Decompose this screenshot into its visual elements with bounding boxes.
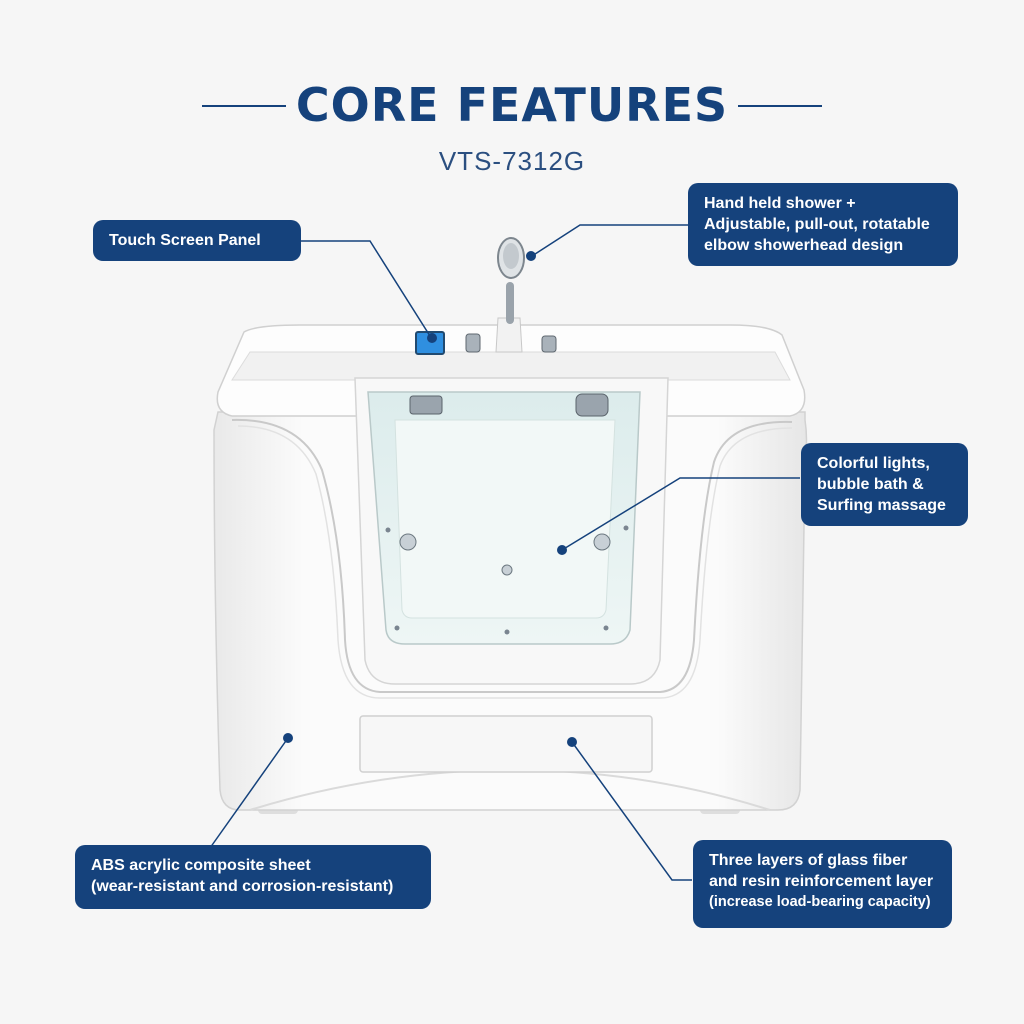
faucet-right [541, 335, 557, 353]
screw-2 [623, 525, 629, 531]
page-title: CORE FEATURES [295, 78, 729, 132]
callout-glass: Three layers of glass fiber and resin re… [693, 840, 952, 928]
leader-glass [571, 741, 692, 881]
title-block: CORE FEATURES [0, 78, 1024, 132]
door-frame [231, 418, 793, 693]
dot-touch-screen [427, 333, 437, 343]
leader-abs [209, 737, 289, 849]
dot-shower [526, 251, 536, 261]
leader-lights [561, 477, 800, 551]
door-frame-inner [237, 425, 793, 699]
bottom-panel [359, 715, 653, 773]
callout-glass-line-1: Three layers of glass fiber [709, 852, 908, 869]
screw-1 [385, 527, 391, 533]
title-rule-right [738, 105, 822, 107]
leader-shower [531, 224, 690, 257]
glass-door-inner [394, 419, 616, 619]
callout-abs-line-2: (wear-resistant and corrosion-resistant) [91, 878, 394, 895]
dot-lights [557, 545, 567, 555]
callout-lights-line-3: Surfing massage [817, 497, 946, 514]
model-number: VTS-7312G [438, 146, 586, 176]
dot-abs [283, 733, 293, 743]
callout-touch-screen-line-1: Touch Screen Panel [109, 232, 261, 249]
shower-head-face [503, 243, 519, 269]
callout-abs: ABS acrylic composite sheet (wear-resist… [75, 845, 431, 909]
callout-shower-line-2: Adjustable, pull-out, rotatable [704, 216, 930, 233]
screw-4 [603, 625, 609, 631]
screw-5 [504, 629, 510, 635]
tub-basin [231, 351, 791, 381]
door-latch-right [575, 393, 609, 417]
callout-shower-line-3: elbow showerhead design [704, 237, 904, 254]
callout-lights: Colorful lights, bubble bath & Surfing m… [801, 443, 968, 526]
leader-touch-screen [300, 240, 431, 337]
dot-glass [567, 737, 577, 747]
callout-touch-screen: Touch Screen Panel [93, 220, 301, 261]
jet-left [399, 533, 417, 551]
callout-glass-line-3: (increase load-bearing capacity) [709, 894, 931, 910]
title-rule-left [202, 105, 286, 107]
jet-right [593, 533, 611, 551]
leader-lines [209, 224, 800, 881]
callout-abs-line-1: ABS acrylic composite sheet [91, 857, 311, 874]
jet-bottom [501, 564, 513, 576]
screw-3 [394, 625, 400, 631]
faucet-left [465, 333, 481, 353]
door-latch-left [409, 395, 443, 415]
leader-dots [283, 251, 577, 747]
touch-screen-device [415, 331, 445, 355]
callout-lights-line-1: Colorful lights, [817, 455, 930, 472]
callout-shower-line-1: Hand held shower + [704, 195, 856, 212]
callout-glass-line-2: and resin reinforcement layer [709, 873, 934, 890]
callout-lights-line-2: bubble bath & [817, 476, 924, 493]
callout-shower: Hand held shower + Adjustable, pull-out,… [688, 183, 958, 266]
